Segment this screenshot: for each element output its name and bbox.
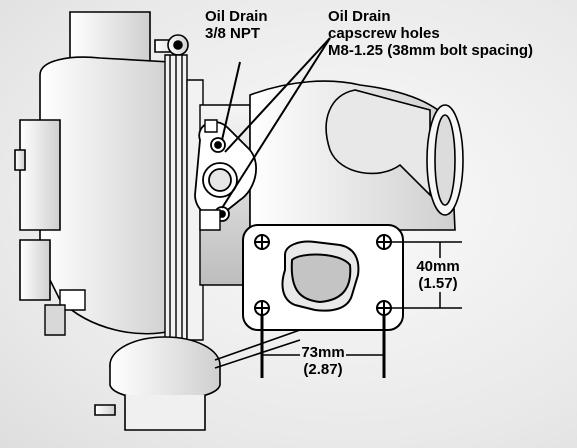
height-dimension-label: 40mm (1.57) — [408, 258, 468, 292]
width-dim-in: (2.87) — [303, 361, 343, 378]
wastegate-actuator — [94, 329, 301, 431]
compressor-fittings — [44, 119, 221, 336]
turbine-housing — [249, 80, 464, 231]
dimension-lines — [260, 241, 462, 378]
capscrew-label: Oil Drain capscrew holes M8-1.25 (38mm b… — [328, 8, 533, 59]
capscrew-line2: capscrew holes — [328, 25, 440, 42]
width-dimension-label: 73mm (2.87) — [293, 344, 353, 378]
capscrew-line1: Oil Drain — [328, 8, 391, 25]
leader-lines — [221, 37, 331, 209]
width-dim-mm: 73mm — [301, 344, 345, 361]
oil-drain-line2: 3/8 NPT — [205, 25, 261, 42]
compressor-housing — [14, 11, 189, 335]
oil-drain-label: Oil Drain 3/8 NPT — [205, 8, 268, 42]
capscrew-line3: M8-1.25 (38mm bolt spacing) — [328, 42, 534, 59]
turbine-inlet-flange — [242, 224, 404, 331]
oil-drain-line1: Oil Drain — [205, 8, 268, 25]
height-dim-mm: 40mm — [416, 258, 460, 275]
oil-drain-flange — [194, 121, 257, 222]
height-dim-in: (1.57) — [418, 275, 458, 292]
